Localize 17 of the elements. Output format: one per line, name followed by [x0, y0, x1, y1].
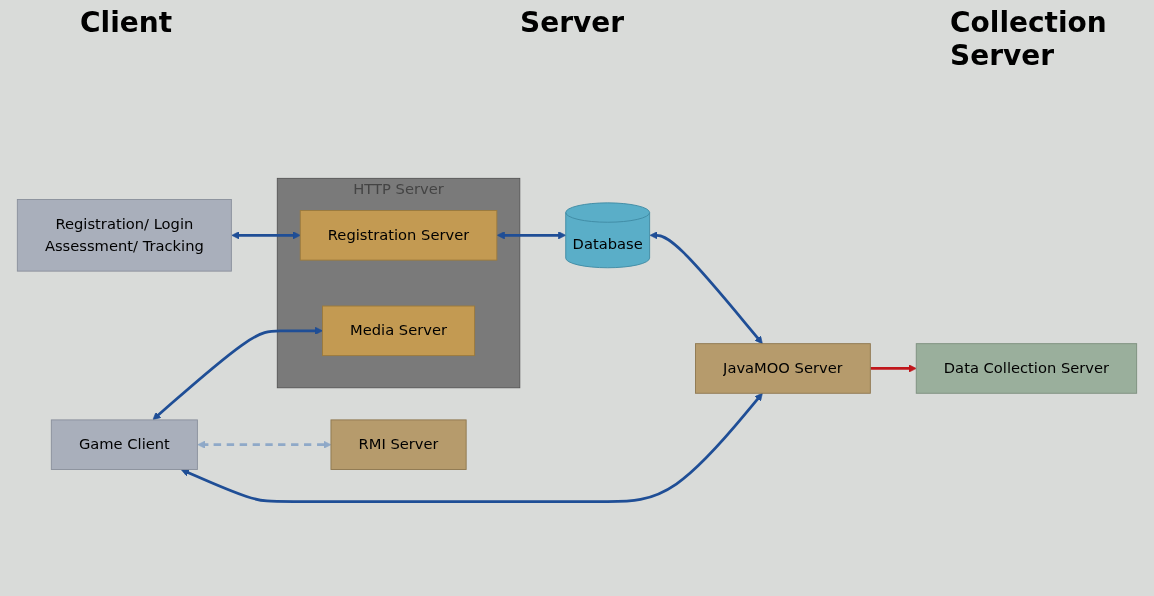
- arrow: [649, 231, 763, 345]
- arrow: [152, 326, 323, 420]
- column-heading: Client: [80, 6, 173, 39]
- arrow: [197, 440, 332, 449]
- node-box: Data Collection Server: [915, 343, 1138, 394]
- node-box: Registration Server: [299, 210, 498, 261]
- arrow: [231, 231, 301, 240]
- node-box: Media Server: [322, 305, 476, 357]
- node-box: RMI Server: [330, 419, 467, 470]
- node-box: Game Client: [50, 419, 198, 470]
- column-heading: Server: [520, 6, 624, 39]
- arrow: [180, 392, 763, 503]
- node-box: JavaMOO Server: [695, 343, 871, 394]
- arrow: [870, 364, 917, 373]
- node-box: Registration/ Login Assessment/ Tracking: [16, 199, 232, 272]
- column-heading: Collection Server: [950, 6, 1108, 72]
- arrow: [496, 231, 567, 240]
